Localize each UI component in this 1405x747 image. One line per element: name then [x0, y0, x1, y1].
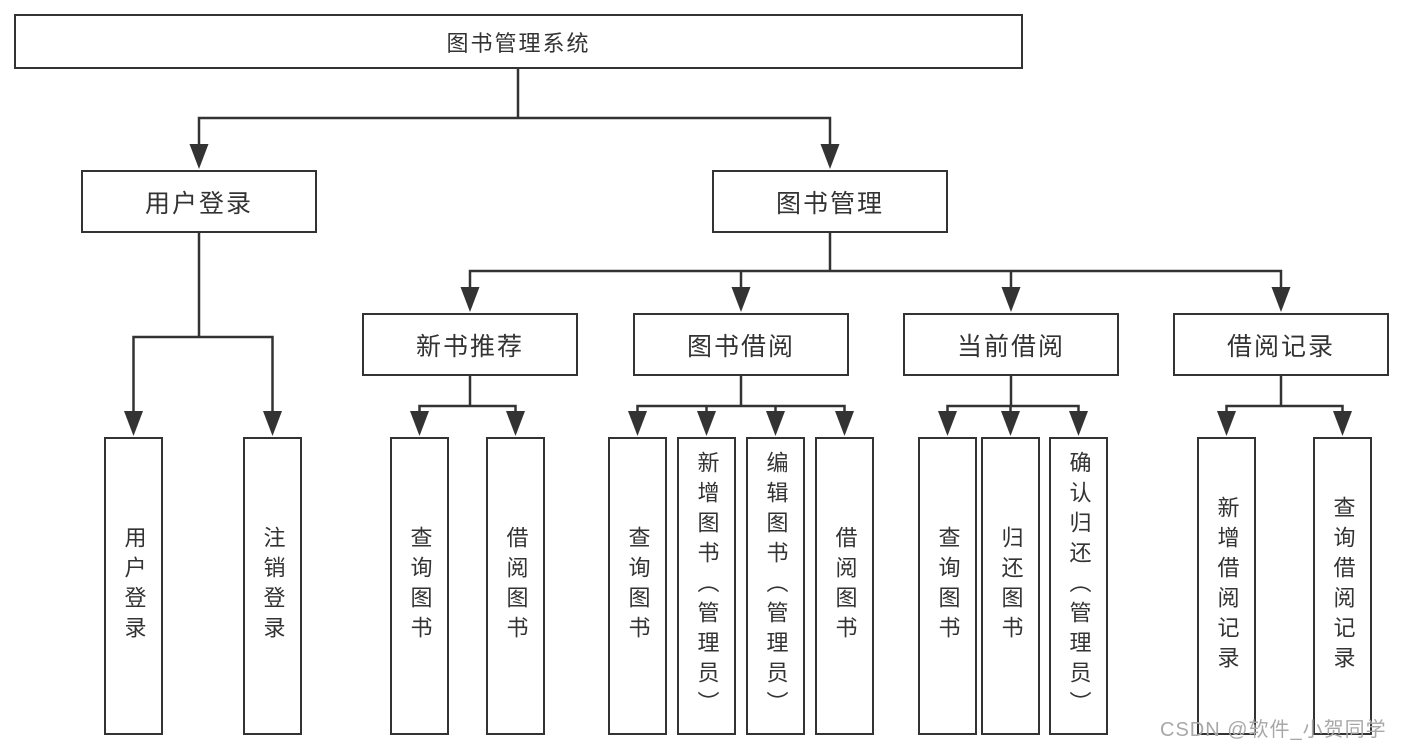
connector-level3-rail	[468, 269, 1283, 291]
arrow-to-leaf-add-book	[697, 411, 716, 436]
node-user-login: 用户登录	[81, 170, 317, 233]
node-current-borrowing: 当前借阅	[903, 313, 1119, 376]
leaf-edit-book-admin-label: 编辑图书（管理员）	[763, 451, 789, 721]
connector-borrow-records-rail	[1225, 404, 1344, 414]
connector-level2-rail	[197, 116, 832, 152]
connector-current-borrowing-rail	[946, 404, 1080, 414]
leaf-edit-book-admin: 编辑图书（管理员）	[746, 437, 805, 735]
leaf-query-books-2-label: 查询图书	[625, 526, 651, 646]
leaf-return-book: 归还图书	[981, 437, 1040, 735]
csdn-watermark: CSDN @软件_小贺同学	[1160, 719, 1387, 741]
leaf-logout-label: 注销登录	[260, 526, 286, 646]
node-book-borrowing: 图书借阅	[633, 313, 849, 376]
leaf-add-book-admin-label: 新增图书（管理员）	[694, 451, 720, 721]
arrow-to-leaf-return-book	[1001, 411, 1020, 436]
leaf-query-books-3: 查询图书	[918, 437, 977, 735]
leaf-add-borrow-record-label: 新增借阅记录	[1214, 496, 1240, 676]
leaf-confirm-return-admin: 确认归还（管理员）	[1049, 437, 1108, 735]
arrow-to-new-book	[460, 287, 480, 312]
leaf-borrow-books-1-label: 借阅图书	[503, 526, 529, 646]
node-root-system: 图书管理系统	[14, 14, 1023, 69]
leaf-query-books-1: 查询图书	[390, 437, 449, 735]
leaf-user-login-label: 用户登录	[121, 526, 147, 646]
leaf-borrow-books-2-label: 借阅图书	[832, 526, 858, 646]
arrow-to-current-borrowing	[1001, 287, 1021, 312]
leaf-add-book-admin: 新增图书（管理员）	[677, 437, 736, 735]
arrow-to-leaf-confirm-return	[1069, 411, 1088, 436]
arrow-to-user-login	[189, 144, 209, 169]
connector-book-borrowing-rail	[636, 404, 846, 414]
leaf-logout: 注销登录	[243, 437, 302, 735]
arrow-to-leaf-logout	[263, 411, 282, 436]
leaf-add-borrow-record: 新增借阅记录	[1197, 437, 1256, 735]
arrow-to-leaf-query-books-2	[628, 411, 647, 436]
leaf-query-books-3-label: 查询图书	[935, 526, 961, 646]
arrow-to-leaf-query-books-3	[938, 411, 957, 436]
leaf-query-books-1-label: 查询图书	[407, 526, 433, 646]
node-book-management: 图书管理	[712, 170, 948, 233]
leaf-borrow-books-2: 借阅图书	[815, 437, 874, 735]
leaf-confirm-return-admin-label: 确认归还（管理员）	[1066, 451, 1092, 721]
leaf-user-login: 用户登录	[104, 437, 163, 735]
arrow-to-borrow-records	[1271, 287, 1291, 312]
node-borrowing-records: 借阅记录	[1173, 313, 1389, 376]
arrow-to-leaf-edit-book	[766, 411, 785, 436]
arrow-to-leaf-borrow-books-2	[835, 411, 854, 436]
node-new-book-recommend: 新书推荐	[362, 313, 578, 376]
leaf-query-borrow-record-label: 查询借阅记录	[1330, 496, 1356, 676]
arrow-to-leaf-borrow-books-1	[506, 411, 525, 436]
leaf-query-borrow-record: 查询借阅记录	[1313, 437, 1372, 735]
leaf-borrow-books-1: 借阅图书	[486, 437, 545, 735]
arrow-to-leaf-add-record	[1217, 411, 1236, 436]
arrow-to-book-borrowing	[731, 287, 751, 312]
arrow-to-leaf-query-record	[1333, 411, 1352, 436]
connector-new-book-rail	[418, 404, 517, 414]
leaf-return-book-label: 归还图书	[998, 526, 1024, 646]
connector-user-login-rail	[132, 335, 274, 413]
arrow-to-leaf-query-books-1	[410, 411, 429, 436]
arrow-to-book-management	[820, 144, 840, 169]
leaf-query-books-2: 查询图书	[608, 437, 667, 735]
arrow-to-leaf-user-login	[124, 411, 143, 436]
